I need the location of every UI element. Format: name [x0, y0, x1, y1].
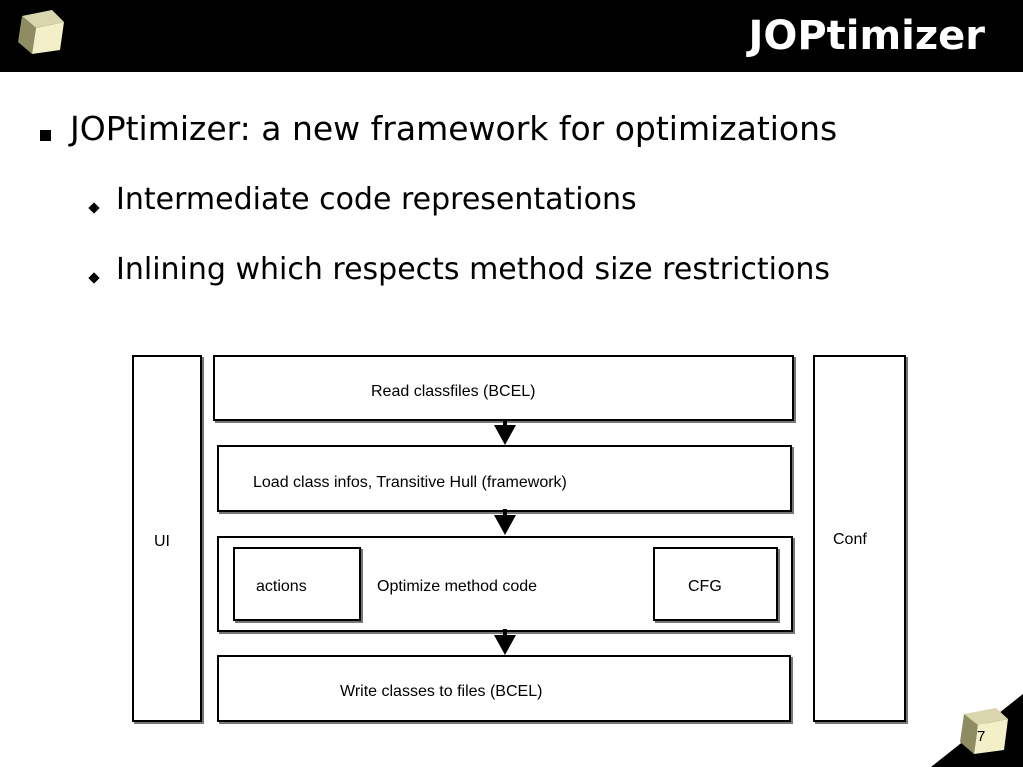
ui-box: UI: [132, 355, 202, 722]
optimize-method-code-box: Optimize method code: [217, 536, 793, 632]
conf-label: Conf: [833, 531, 867, 548]
load-label: Load class infos, Transitive Hull (frame…: [253, 474, 567, 491]
actions-label: actions: [256, 578, 307, 595]
diamond-bullet-icon: [88, 202, 100, 214]
slide-title: JOPtimizer: [748, 13, 985, 59]
diamond-bullet-icon: [88, 272, 100, 284]
ui-label: UI: [154, 533, 170, 550]
write-classes-box: Write classes to files (BCEL): [217, 655, 791, 722]
bullet-item: JOPtimizer: a new framework for optimiza…: [70, 109, 838, 148]
title-bar: JOPtimizer: [0, 0, 1023, 72]
conf-box: Conf: [813, 355, 906, 722]
page-number: 7: [977, 728, 986, 745]
read-classfiles-box: Read classfiles (BCEL): [213, 355, 794, 421]
down-arrow-icon: [494, 509, 516, 535]
square-bullet-icon: [40, 130, 51, 141]
sub-bullet-item: Inlining which respects method size rest…: [116, 252, 830, 287]
read-label: Read classfiles (BCEL): [371, 383, 536, 400]
actions-box: actions: [233, 547, 361, 621]
cube-icon: [960, 708, 1008, 754]
down-arrow-icon: [494, 419, 516, 445]
write-label: Write classes to files (BCEL): [340, 683, 543, 700]
optimize-label: Optimize method code: [377, 578, 538, 595]
sub-bullet-item: Intermediate code representations: [116, 182, 637, 217]
cfg-label: CFG: [688, 578, 722, 595]
load-class-infos-box: Load class infos, Transitive Hull (frame…: [217, 445, 792, 512]
cfg-box: CFG: [653, 547, 778, 621]
down-arrow-icon: [494, 629, 516, 655]
cube-icon: [18, 10, 64, 54]
